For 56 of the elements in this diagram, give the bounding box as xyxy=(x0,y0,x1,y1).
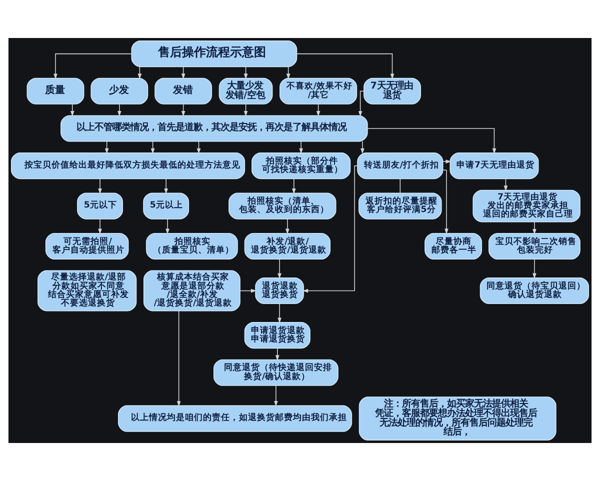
arrow xyxy=(54,52,132,79)
node-box: 5元以上 xyxy=(143,192,190,219)
node-box: 退货退款退货换货 xyxy=(255,276,304,304)
node-box: 可无需拍照/客户自动提供照片 xyxy=(45,232,129,260)
node-box: 5元以下 xyxy=(77,192,123,219)
node-box: 7天无理由退货 xyxy=(364,77,421,104)
node-box: 少发 xyxy=(90,77,148,104)
arrow xyxy=(532,221,536,234)
arrow xyxy=(286,218,290,234)
arrow xyxy=(98,218,102,234)
arrow xyxy=(164,178,168,194)
node-box: 发错 xyxy=(154,77,212,104)
node-box: 拍照核实（质量宝贝、清单） xyxy=(146,232,238,260)
arrow xyxy=(296,52,394,79)
node-box: 拍照核实（清单、包装、及收到的东西） xyxy=(228,192,336,219)
node-box: 转送朋友/打个折扣 xyxy=(357,152,444,179)
arrow xyxy=(278,258,282,278)
node-box: 质量 xyxy=(26,77,84,104)
arrow xyxy=(358,90,364,116)
node-box: 同意退货（待快递退回安排换货/确认退款） xyxy=(213,358,338,386)
arrow xyxy=(176,310,181,406)
node-box: 售后操作流程示意图 xyxy=(131,40,298,67)
node-box: 以上不管哪类情况，首先是道歉，其次是安抚，再次是了解具体情况 xyxy=(60,114,368,142)
node-box: 尽量选择退款/退部分款如买家不同意结合买家意愿可补发不要选退换货 xyxy=(38,270,137,311)
arrow xyxy=(299,140,304,154)
node-box: 补发/退款/退货换货/退货退款 xyxy=(244,232,331,260)
arrow xyxy=(117,103,122,116)
arrow xyxy=(442,169,448,234)
arrow xyxy=(274,384,278,406)
node-box: 核算成本结合买家意愿是退部分款/退全款/补发/退货换货/退货退款 xyxy=(143,270,240,311)
node-box: 同意退货（待宝贝退回）确认退货退款 xyxy=(480,276,590,304)
node-box: 7天无理由退货发出的邮费卖家承担退回的邮费买家自己理 xyxy=(472,189,580,222)
arrow xyxy=(442,159,452,163)
node-box: 大量少发发错/空包 xyxy=(218,77,273,104)
arrow xyxy=(98,178,102,194)
arrow xyxy=(292,178,296,194)
arrow xyxy=(275,347,280,360)
arrow xyxy=(367,128,496,154)
node-box: 以上情况均是咱们的责任，如退换货邮费均由我们承担 xyxy=(118,404,352,432)
node-box: 尽量协商邮费各一半 xyxy=(424,232,482,260)
node-box: 返折扣的尽量提醒客户给好评满5分 xyxy=(358,192,442,219)
node-box: 申请7天无理由退货 xyxy=(450,152,539,179)
arrow xyxy=(360,140,364,154)
arrow xyxy=(278,303,282,323)
node-box: 按宝贝价值给出最好降低双方损失最低的处理方法意见 xyxy=(10,152,246,179)
arrow xyxy=(240,288,256,292)
connector xyxy=(400,178,401,193)
arrow xyxy=(302,164,358,292)
node-box: 申请退货退款申请退货换货 xyxy=(244,322,310,348)
arrow xyxy=(70,103,74,116)
node-box: 不喜欢/效果不好/其它 xyxy=(280,77,358,104)
arrow xyxy=(532,258,536,278)
arrow xyxy=(166,218,170,234)
node-box: 注：所有售后，如买家无法提供相关凭证，客服都要想办法处理不得出现售后无法处理的情况，所有售后问题处理完结后， xyxy=(358,396,556,440)
node-box: 宝贝不影响二次销售包装完好 xyxy=(488,232,580,260)
node-box: 拍照核实（部分件可找快递核实重量） xyxy=(252,152,351,179)
